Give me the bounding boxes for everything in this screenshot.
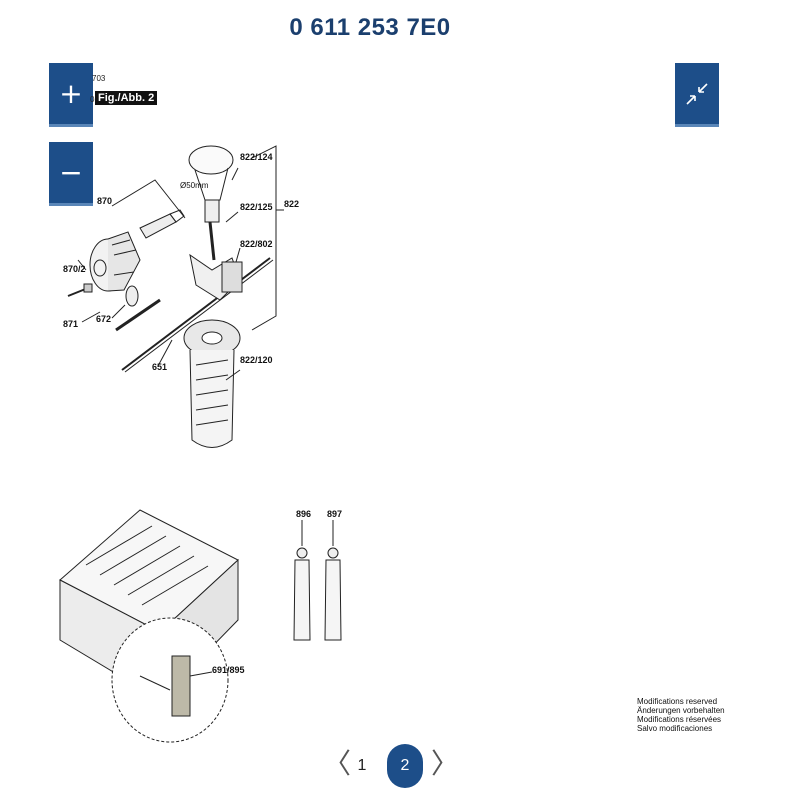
part-label-897: 897 <box>327 509 342 519</box>
chevron-left-icon[interactable]: 〈 <box>323 747 352 780</box>
part-label-870-2: 870/2 <box>63 264 86 274</box>
part-label-dia50: Ø50mm <box>180 181 209 190</box>
part-label-822: 822 <box>284 199 299 209</box>
notice-line-fr: Modifications réservées <box>637 715 722 724</box>
zoom-out-button[interactable]: − <box>49 142 93 206</box>
page-title: 0 611 253 7E0 <box>289 14 451 41</box>
pagination: 〈 1 2 〉 <box>0 740 800 790</box>
part-label-822-120: 822/120 <box>240 355 273 365</box>
part-label-691-895: 691/895 <box>212 665 245 675</box>
notice-line-en: Modifications reserved <box>637 697 718 706</box>
zoom-in-button[interactable]: + <box>49 63 93 127</box>
minus-icon: − <box>59 155 83 189</box>
plus-icon: + <box>59 76 83 110</box>
chevron-right-icon[interactable]: 〉 <box>431 747 460 780</box>
part-label-871: 871 <box>63 319 78 329</box>
modifications-notice: Modifications reserved Änderungen vorbeh… <box>637 697 725 733</box>
part-label-672: 672 <box>96 314 111 324</box>
collapse-arrows-icon <box>686 82 708 105</box>
notice-line-es: Salvo modificaciones <box>637 724 713 733</box>
part-label-822-124: 822/124 <box>240 152 273 162</box>
page-button-1[interactable]: 1 <box>357 757 367 774</box>
part-label-822-802: 822/802 <box>240 239 273 249</box>
part-label-870: 870 <box>97 196 112 206</box>
notice-line-de: Änderungen vorbehalten <box>637 706 725 715</box>
page-button-2-current[interactable]: 2 <box>387 744 423 788</box>
figure-label: Fig./Abb. 2 <box>95 91 158 105</box>
part-label-896: 896 <box>296 509 311 519</box>
part-label-651: 651 <box>152 362 167 372</box>
drawing-code-1: 703 <box>92 74 106 83</box>
collapse-view-button[interactable] <box>675 63 719 127</box>
part-label-822-125: 822/125 <box>240 202 273 212</box>
